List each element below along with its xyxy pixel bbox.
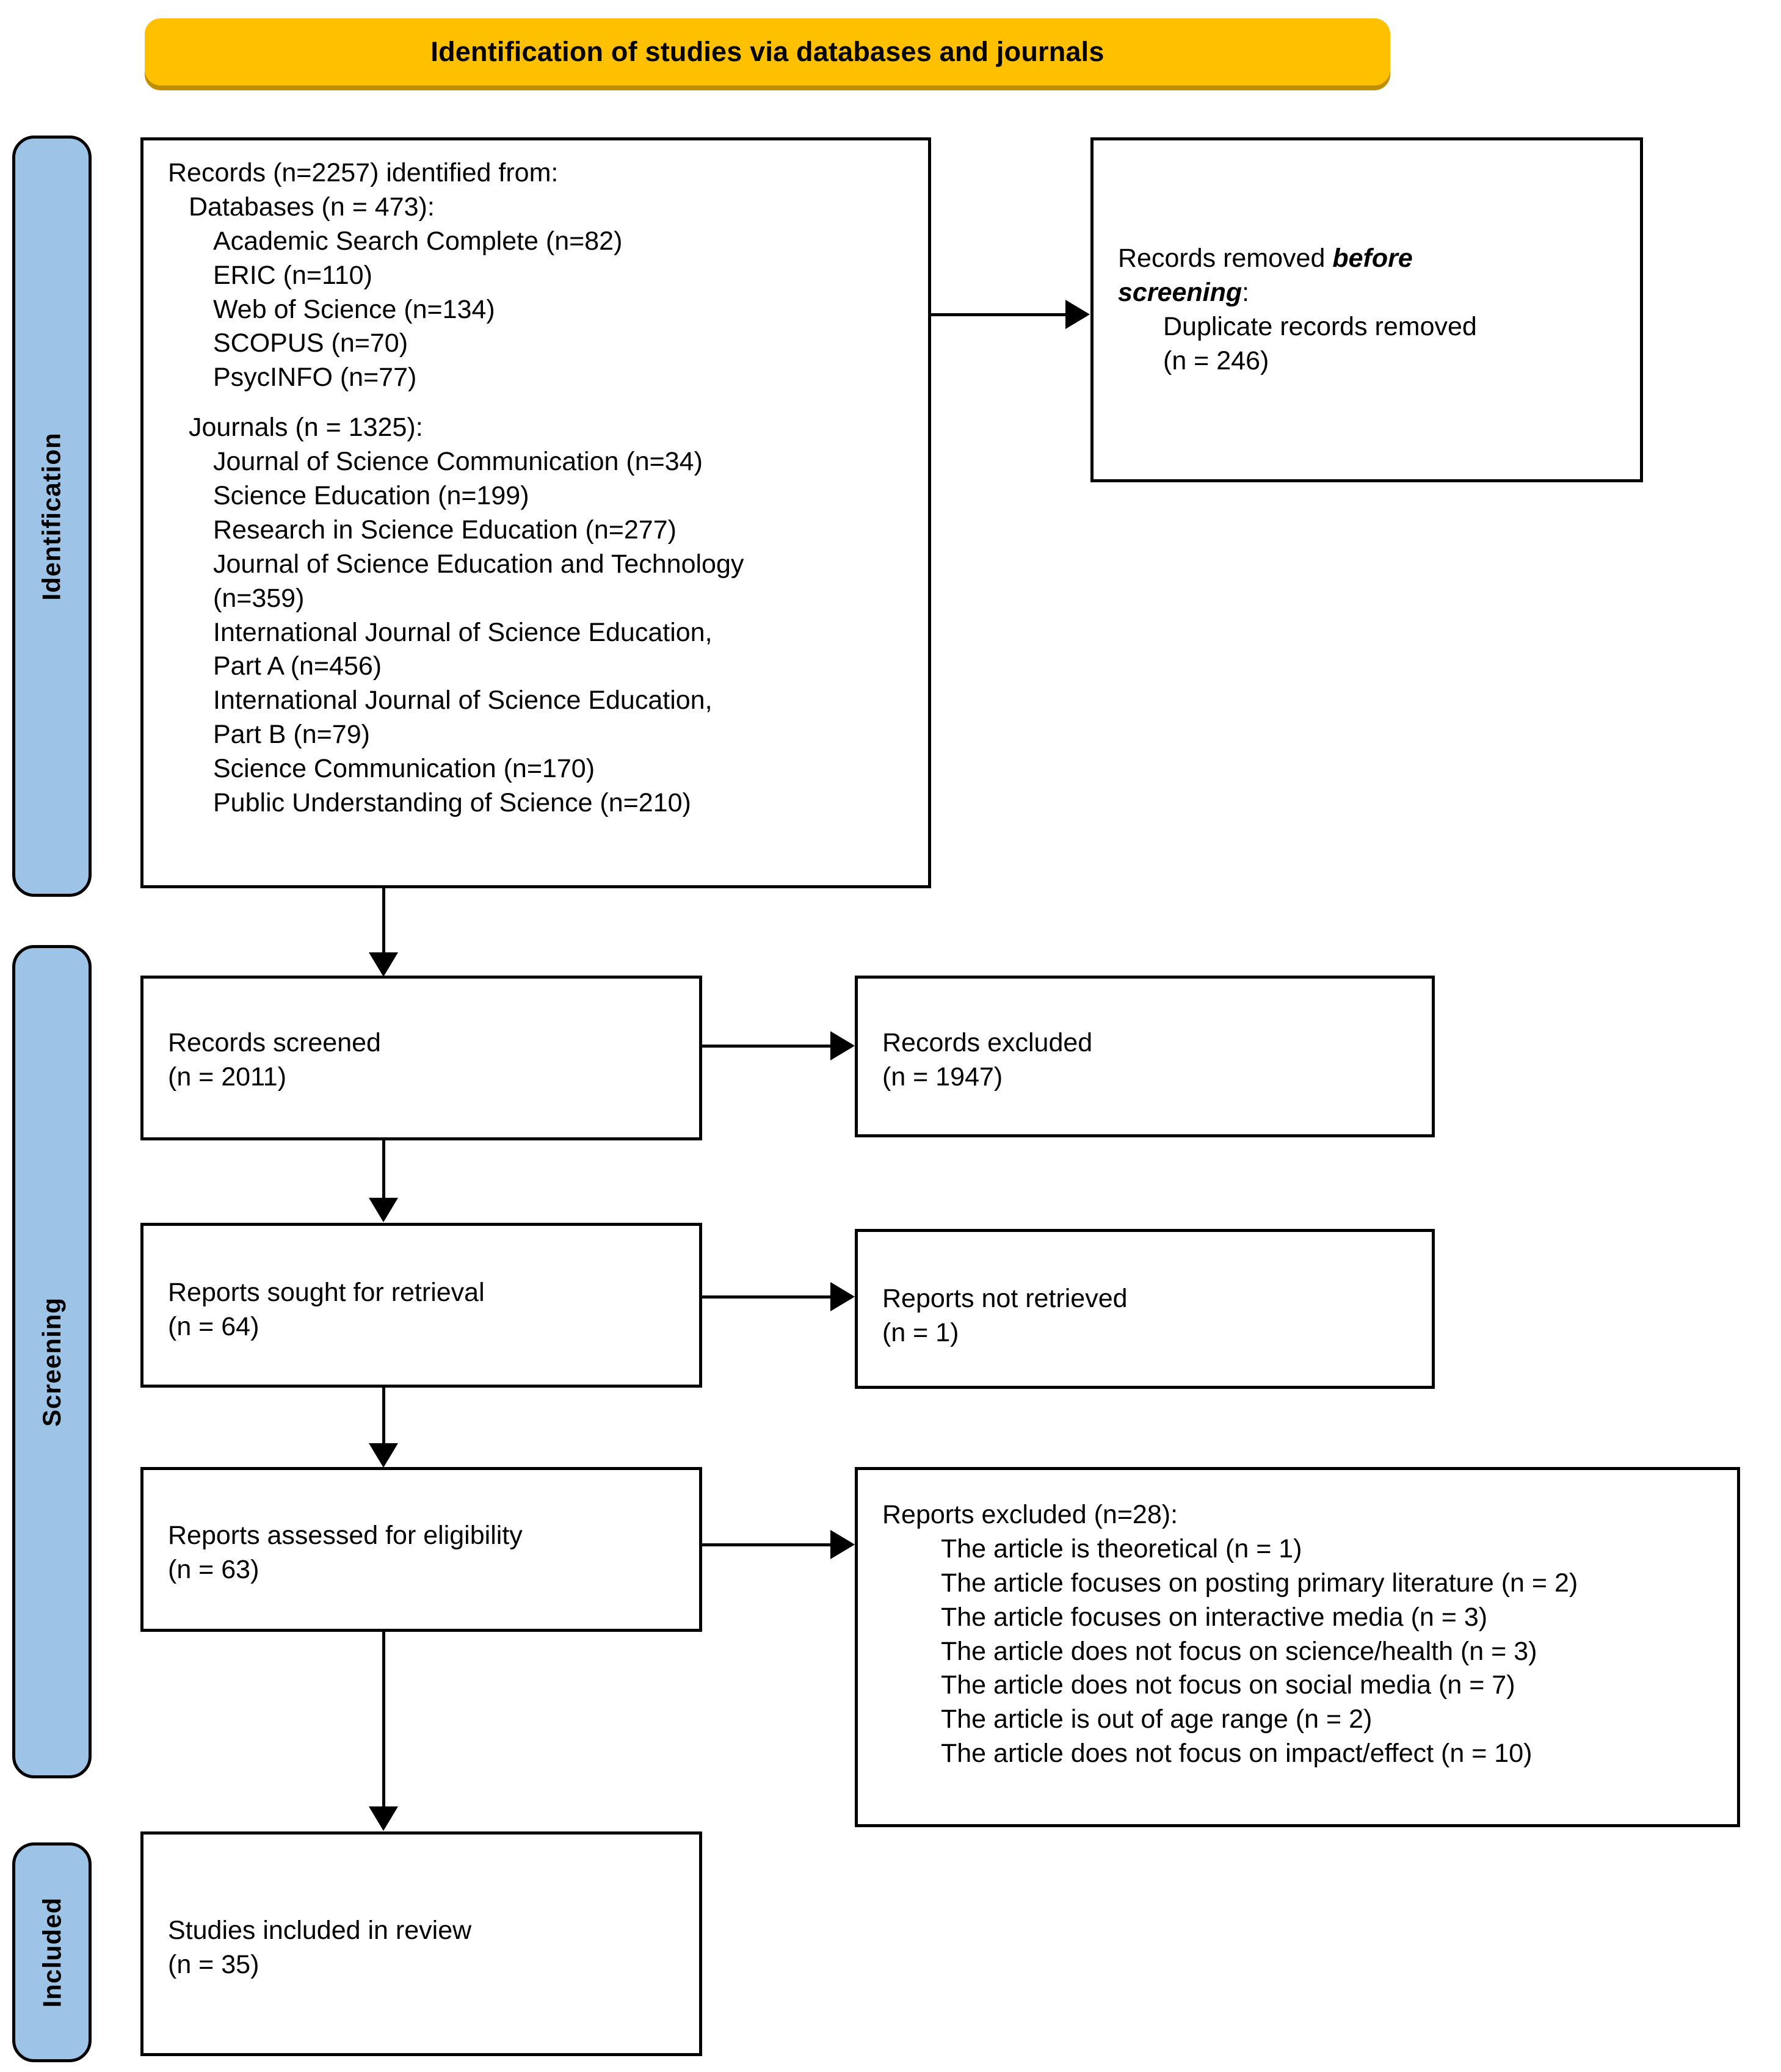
reports-excluded-box: Reports excluded (n=28): The article is … bbox=[855, 1467, 1740, 1827]
reports-assessed-box: Reports assessed for eligibility (n = 63… bbox=[140, 1467, 702, 1632]
diagram-header-banner: Identification of studies via databases … bbox=[145, 18, 1390, 85]
reports-assessed-label: Reports assessed for eligibility bbox=[168, 1521, 523, 1550]
records-identified-heading: Records (n=2257) identified from: bbox=[168, 158, 559, 187]
reports-sought-box: Reports sought for retrieval (n = 64) bbox=[140, 1223, 702, 1388]
records-removed-line1: Records removed before bbox=[1118, 242, 1624, 276]
arrowhead-screened-to-sought bbox=[369, 1198, 398, 1222]
connector-sought-to-assessed bbox=[382, 1388, 385, 1446]
journal-item: Journal of Science Education and Technol… bbox=[213, 549, 744, 613]
connector-assessed-to-reportsexcluded bbox=[702, 1543, 830, 1546]
exclusion-reason: The article focuses on posting primary l… bbox=[941, 1568, 1578, 1598]
connector-screened-to-sought bbox=[382, 1140, 385, 1200]
duplicate-records-count: (n = 246) bbox=[1163, 346, 1269, 375]
arrowhead-assessed-to-included bbox=[369, 1806, 398, 1831]
phase-label-included: Included bbox=[12, 1842, 92, 2062]
reports-not-retrieved-box: Reports not retrieved (n = 1) bbox=[855, 1229, 1435, 1389]
reports-excluded-heading: Reports excluded (n=28): bbox=[882, 1500, 1178, 1529]
banner-title: Identification of studies via databases … bbox=[430, 36, 1105, 67]
spacer bbox=[168, 395, 912, 411]
exclusion-reason: The article is out of age range (n = 2) bbox=[941, 1704, 1373, 1734]
reports-not-retrieved-label: Reports not retrieved bbox=[882, 1284, 1128, 1313]
studies-included-count: (n = 35) bbox=[168, 1949, 259, 1979]
reports-assessed-count: (n = 63) bbox=[168, 1554, 259, 1584]
records-removed-line2: screening: bbox=[1118, 276, 1624, 310]
records-identified-box: Records (n=2257) identified from: Databa… bbox=[140, 137, 931, 888]
records-removed-emphasis-before: before bbox=[1332, 244, 1413, 273]
records-screened-label: Records screened bbox=[168, 1028, 381, 1057]
records-removed-box: Records removed before screening: Duplic… bbox=[1090, 137, 1643, 482]
records-removed-colon: : bbox=[1242, 277, 1250, 307]
journal-item: International Journal of Science Educati… bbox=[213, 617, 713, 681]
phase-label-included-text: Included bbox=[37, 1897, 66, 2008]
records-excluded-count: (n = 1947) bbox=[882, 1062, 1003, 1092]
exclusion-reason: The article is theoretical (n = 1) bbox=[941, 1534, 1302, 1563]
connector-sought-to-notretrieved bbox=[702, 1295, 830, 1299]
records-removed-emphasis-screening: screening bbox=[1118, 277, 1242, 307]
reports-sought-label: Reports sought for retrieval bbox=[168, 1278, 485, 1307]
databases-heading: Databases (n = 473): bbox=[189, 192, 435, 222]
reports-sought-count: (n = 64) bbox=[168, 1311, 259, 1341]
connector-identified-to-screened bbox=[382, 888, 385, 955]
phase-label-identification-text: Identification bbox=[37, 432, 66, 601]
journal-item: Research in Science Education (n=277) bbox=[213, 515, 676, 545]
database-item: Academic Search Complete (n=82) bbox=[213, 226, 623, 256]
studies-included-label: Studies included in review bbox=[168, 1916, 472, 1945]
database-item: ERIC (n=110) bbox=[213, 260, 372, 290]
journal-item: International Journal of Science Educati… bbox=[213, 686, 713, 750]
arrowhead-screened-to-excluded bbox=[830, 1031, 855, 1060]
records-screened-count: (n = 2011) bbox=[168, 1062, 287, 1092]
arrowhead-sought-to-assessed bbox=[369, 1443, 398, 1468]
phase-label-screening-text: Screening bbox=[37, 1297, 67, 1427]
records-excluded-label: Records excluded bbox=[882, 1028, 1093, 1057]
database-item: SCOPUS (n=70) bbox=[213, 328, 408, 358]
records-excluded-box: Records excluded (n = 1947) bbox=[855, 976, 1435, 1137]
database-item: Web of Science (n=134) bbox=[213, 294, 495, 324]
journal-item: Public Understanding of Science (n=210) bbox=[213, 788, 691, 818]
records-screened-box: Records screened (n = 2011) bbox=[140, 976, 702, 1140]
connector-screened-to-excluded bbox=[702, 1045, 830, 1048]
connector-identified-to-removed bbox=[931, 313, 1065, 316]
arrowhead-sought-to-notretrieved bbox=[830, 1282, 855, 1311]
exclusion-reason: The article does not focus on impact/eff… bbox=[941, 1739, 1533, 1769]
arrowhead-assessed-to-reportsexcluded bbox=[830, 1530, 855, 1559]
reports-not-retrieved-count: (n = 1) bbox=[882, 1317, 959, 1347]
journal-item: Journal of Science Communication (n=34) bbox=[213, 447, 703, 477]
exclusion-reason: The article focuses on interactive media… bbox=[941, 1602, 1488, 1632]
exclusion-reason: The article does not focus on social med… bbox=[941, 1670, 1515, 1700]
connector-assessed-to-included bbox=[382, 1632, 385, 1809]
arrowhead-identified-to-screened bbox=[369, 952, 398, 977]
phase-label-screening: Screening bbox=[12, 945, 92, 1778]
studies-included-box: Studies included in review (n = 35) bbox=[140, 1831, 702, 2056]
database-item: PsycINFO (n=77) bbox=[213, 363, 417, 393]
arrowhead-identified-to-removed bbox=[1065, 300, 1090, 329]
duplicate-records-label: Duplicate records removed bbox=[1163, 311, 1477, 341]
journal-item: Science Communication (n=170) bbox=[213, 754, 595, 784]
phase-label-identification: Identification bbox=[12, 136, 92, 897]
journal-item: Science Education (n=199) bbox=[213, 481, 529, 511]
journals-heading: Journals (n = 1325): bbox=[189, 413, 423, 443]
exclusion-reason: The article does not focus on science/he… bbox=[941, 1636, 1537, 1666]
records-removed-prefix: Records removed bbox=[1118, 244, 1333, 273]
